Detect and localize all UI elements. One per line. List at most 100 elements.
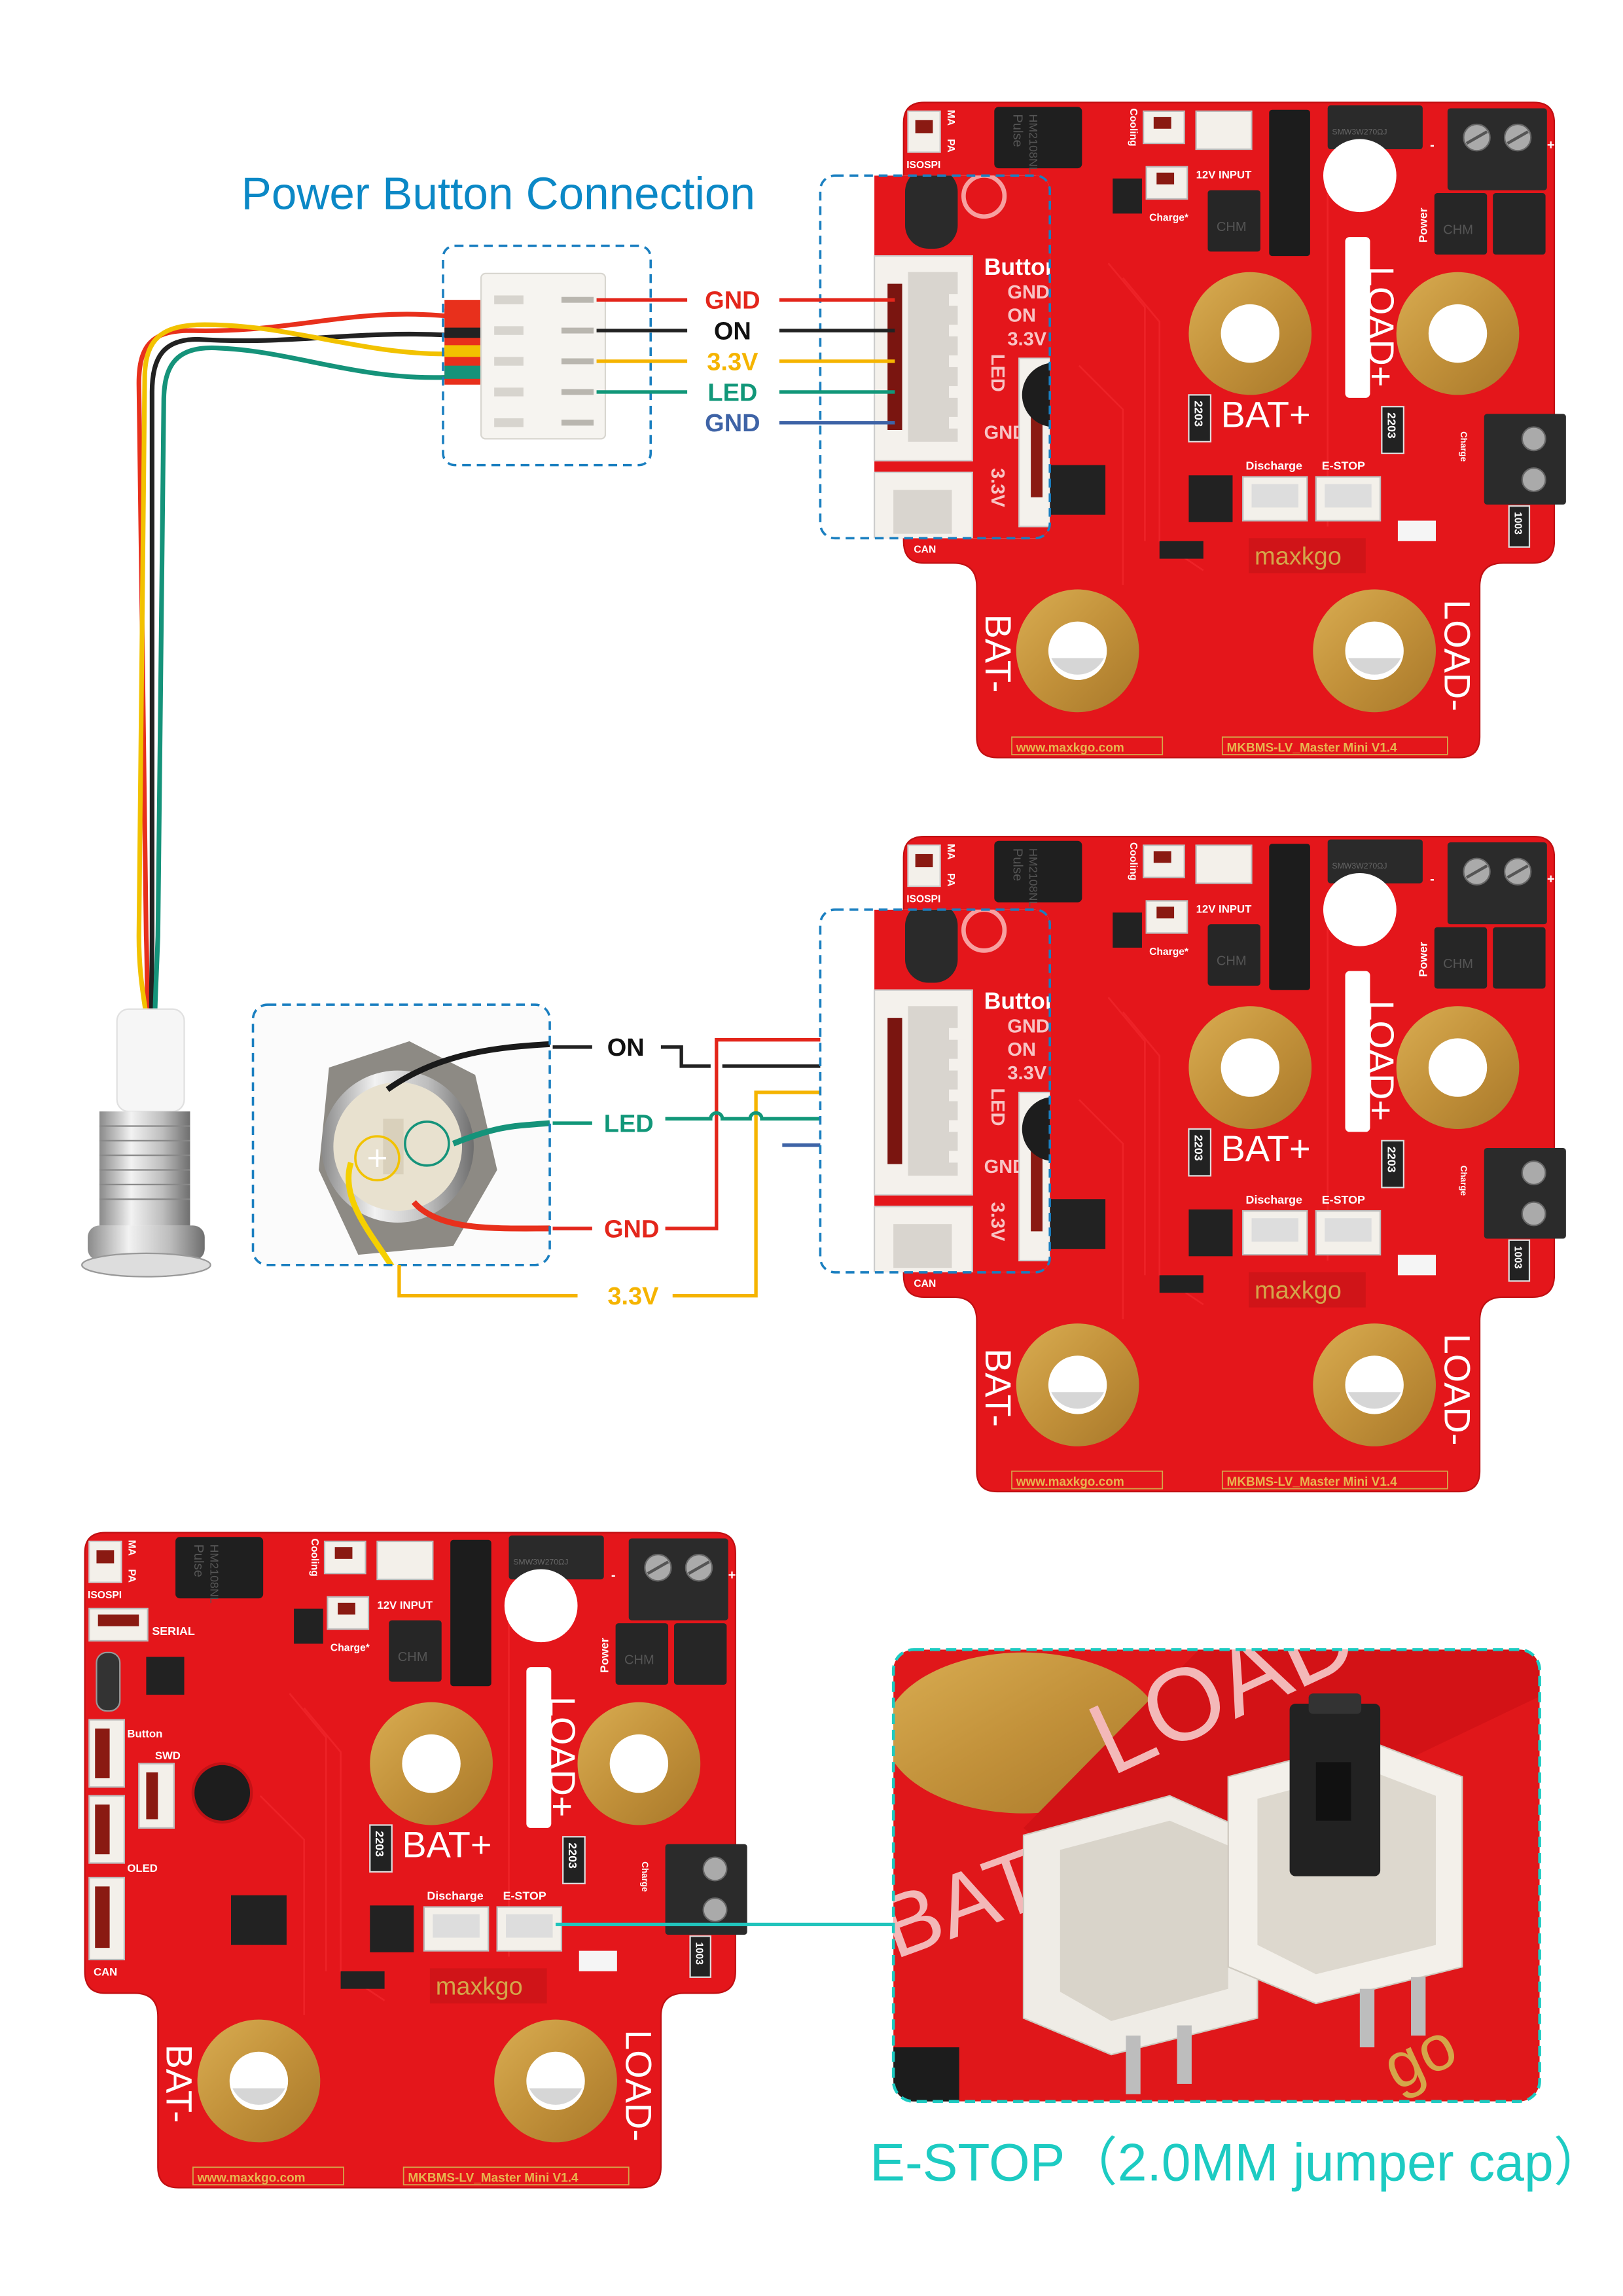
resistor-2203-right-text: 2203 [566, 1842, 579, 1869]
diode-right-2 [1493, 193, 1546, 255]
bat-plus-terminal [1188, 1006, 1312, 1129]
swd-label: SWD [155, 1749, 181, 1762]
isolator-chip [1050, 1199, 1106, 1249]
top-resistor-text: SMW3W270ΩJ [513, 1558, 568, 1567]
diode-left [1207, 924, 1260, 986]
small-chip [1159, 541, 1204, 559]
button-dashed-frame [251, 1003, 551, 1266]
push-button-rear [253, 1005, 550, 1265]
resistor-2203-left-text: 2203 [373, 1831, 386, 1857]
charge-star-label: Charge* [1149, 212, 1189, 223]
load-plus-label: LOAD+ [1361, 266, 1402, 387]
mag-can-label: CAN [914, 545, 936, 556]
optocoupler [1397, 1255, 1436, 1276]
diode-left-text: CHM [1217, 954, 1247, 969]
slot-cutout [526, 1667, 552, 1828]
input-12v-connector [376, 1540, 434, 1581]
serial-connector [88, 1607, 149, 1642]
charge-star-label: Charge* [1149, 946, 1189, 958]
pin-label-gnd2: GND [705, 410, 760, 437]
pulse-part-text: HM2108NL [1027, 848, 1040, 907]
optocoupler [1397, 520, 1436, 541]
metal-push-button-side [80, 1008, 211, 1278]
maxkgo-logo: maxkgo [436, 1973, 523, 2001]
charge-terminal-block [1484, 1148, 1566, 1239]
shunt-bar [450, 1539, 491, 1687]
power-plus: + [728, 1568, 736, 1583]
isospi-label: ISOSPI [906, 894, 940, 905]
button-connector [88, 1719, 126, 1788]
bat-plus-label: BAT+ [1221, 1128, 1311, 1169]
swd-connector [138, 1763, 175, 1829]
pa-label: PA [126, 1569, 137, 1583]
estop-connector[interactable] [1315, 476, 1382, 522]
pin-label-gnd: GND [705, 287, 760, 315]
model-label: MKBMS-LV_Master Mini V1.4 [1227, 1475, 1398, 1489]
ltc-chip [1113, 178, 1142, 214]
bms-board-middle: ISOSPI MA PA Pulse HM2108NL Cooling 12V … [902, 835, 1566, 1493]
estop-connector[interactable] [1315, 1210, 1382, 1256]
pulse-chip-text: Pulse [1010, 114, 1024, 147]
mag-on-label: ON [1007, 306, 1036, 327]
ma-label: MA [126, 1540, 137, 1556]
can-label: CAN [94, 1966, 117, 1979]
resistor-2203-left [369, 1824, 393, 1873]
slot-cutout [1345, 237, 1370, 398]
power-minus: - [611, 1568, 616, 1583]
pulse-transformer [994, 107, 1082, 169]
bat-minus-terminal [197, 2019, 321, 2143]
mag-led-label: LED [987, 1088, 1008, 1126]
diode-right-2 [673, 1623, 727, 1685]
load-plus-terminal [577, 1702, 701, 1825]
resistor-2203-right-text: 2203 [1385, 1147, 1398, 1173]
top-resistor-text: SMW3W270ΩJ [1332, 128, 1387, 137]
button-label: Button [127, 1727, 162, 1740]
regulator-chip [1188, 1209, 1233, 1257]
charge-label: Charge [1459, 431, 1469, 461]
resistor-1003-text: 1003 [1512, 1246, 1524, 1269]
pulse-part-text: HM2108NL [1027, 114, 1040, 173]
isolator-chip [231, 1895, 287, 1945]
estop-label: E-STOP [1322, 1193, 1365, 1206]
diode-right-2 [1493, 927, 1546, 989]
charge-terminal-block [1484, 414, 1566, 505]
can-header-housing [873, 1206, 973, 1272]
load-minus-terminal [1313, 589, 1436, 713]
discharge-label: Discharge [1246, 459, 1302, 472]
diode-left-text: CHM [398, 1650, 428, 1664]
mag-button-label: Button [984, 988, 1060, 1014]
regulator-chip [370, 1905, 414, 1952]
estop-connector[interactable] [496, 1906, 563, 1952]
mag-33v-b-label: 3.3V [987, 1202, 1008, 1242]
section1-wiring [596, 298, 895, 425]
input-12v-connector [1195, 110, 1253, 151]
logo-box [1249, 1272, 1366, 1308]
diode-right-text: CHM [624, 1653, 654, 1668]
plug-dashed-frame [442, 244, 652, 467]
mag-33v-label: 3.3V [1007, 329, 1046, 350]
load-minus-label: LOAD- [618, 2030, 659, 2142]
input-12v-label: 12V INPUT [1196, 903, 1252, 915]
top-resistor [1327, 105, 1423, 150]
diode-left [1207, 190, 1260, 252]
resistor-1003 [1508, 1239, 1531, 1282]
resistor-2203-right [1381, 406, 1404, 454]
button-gnd-label: GND [604, 1215, 659, 1243]
bat-minus-label: BAT- [978, 615, 1019, 693]
pulse-chip-text: Pulse [191, 1544, 205, 1577]
slot-cutout [1345, 971, 1370, 1132]
pin-label-on: ON [714, 317, 751, 345]
jst-plug [444, 272, 607, 440]
power-label: Power [597, 1638, 611, 1673]
can-header-housing [873, 471, 973, 539]
mag-gnd-label: GND [1007, 282, 1050, 303]
charge-terminal-block [665, 1844, 747, 1935]
website-label: www.maxkgo.com [1016, 742, 1124, 755]
power-plus: + [1547, 138, 1555, 152]
power-minus: - [1430, 872, 1435, 887]
mcu-chip [146, 1657, 185, 1695]
power-label: Power [1417, 207, 1430, 243]
discharge-connector [423, 1906, 490, 1952]
discharge-label: Discharge [1246, 1193, 1302, 1206]
maxkgo-logo: maxkgo [1255, 543, 1342, 571]
